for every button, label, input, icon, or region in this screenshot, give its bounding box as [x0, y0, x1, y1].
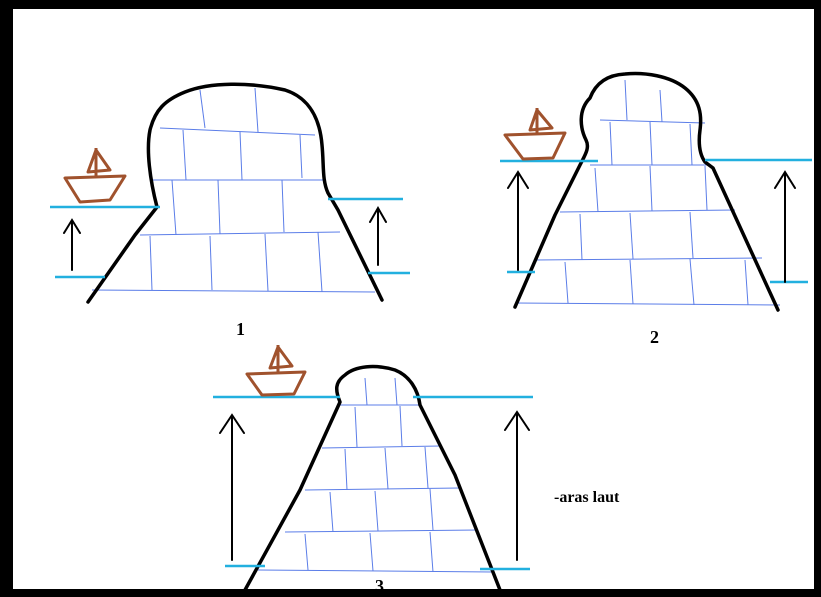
stage-1-label: 1	[236, 319, 245, 339]
sea-level-label: -aras laut	[554, 489, 620, 506]
stage-3-arrows	[219, 410, 530, 561]
rock-2-outline	[513, 71, 780, 312]
up-arrow-icon	[219, 413, 245, 561]
boat-1-icon	[63, 148, 127, 204]
boat-2-icon	[503, 108, 567, 161]
up-arrow-icon	[63, 218, 81, 271]
drawing-canvas	[13, 9, 814, 589]
boat-3-icon	[245, 345, 307, 397]
rock-2-bricks	[514, 79, 781, 306]
rock-3-bricks	[257, 377, 493, 573]
up-arrow-icon	[507, 170, 529, 271]
stage-1-panel: 1	[50, 82, 410, 339]
rock-1-outline	[86, 82, 384, 304]
stage-3-label: 3	[375, 576, 384, 596]
rock-1-bricks	[91, 87, 376, 293]
stage-2-arrows	[507, 170, 796, 283]
stage-2-panel: 2	[500, 71, 812, 347]
up-arrow-icon	[774, 170, 796, 283]
stage-2-label: 2	[650, 327, 659, 347]
stage-3-panel: 3 -aras laut	[213, 345, 620, 596]
stage-1-arrows	[63, 205, 387, 271]
stage-2-water	[500, 158, 812, 284]
rock-3-outline	[243, 364, 502, 592]
stage-3-water	[213, 395, 533, 571]
up-arrow-icon	[504, 410, 530, 561]
stage-1-water	[50, 197, 410, 279]
up-arrow-icon	[369, 205, 387, 266]
